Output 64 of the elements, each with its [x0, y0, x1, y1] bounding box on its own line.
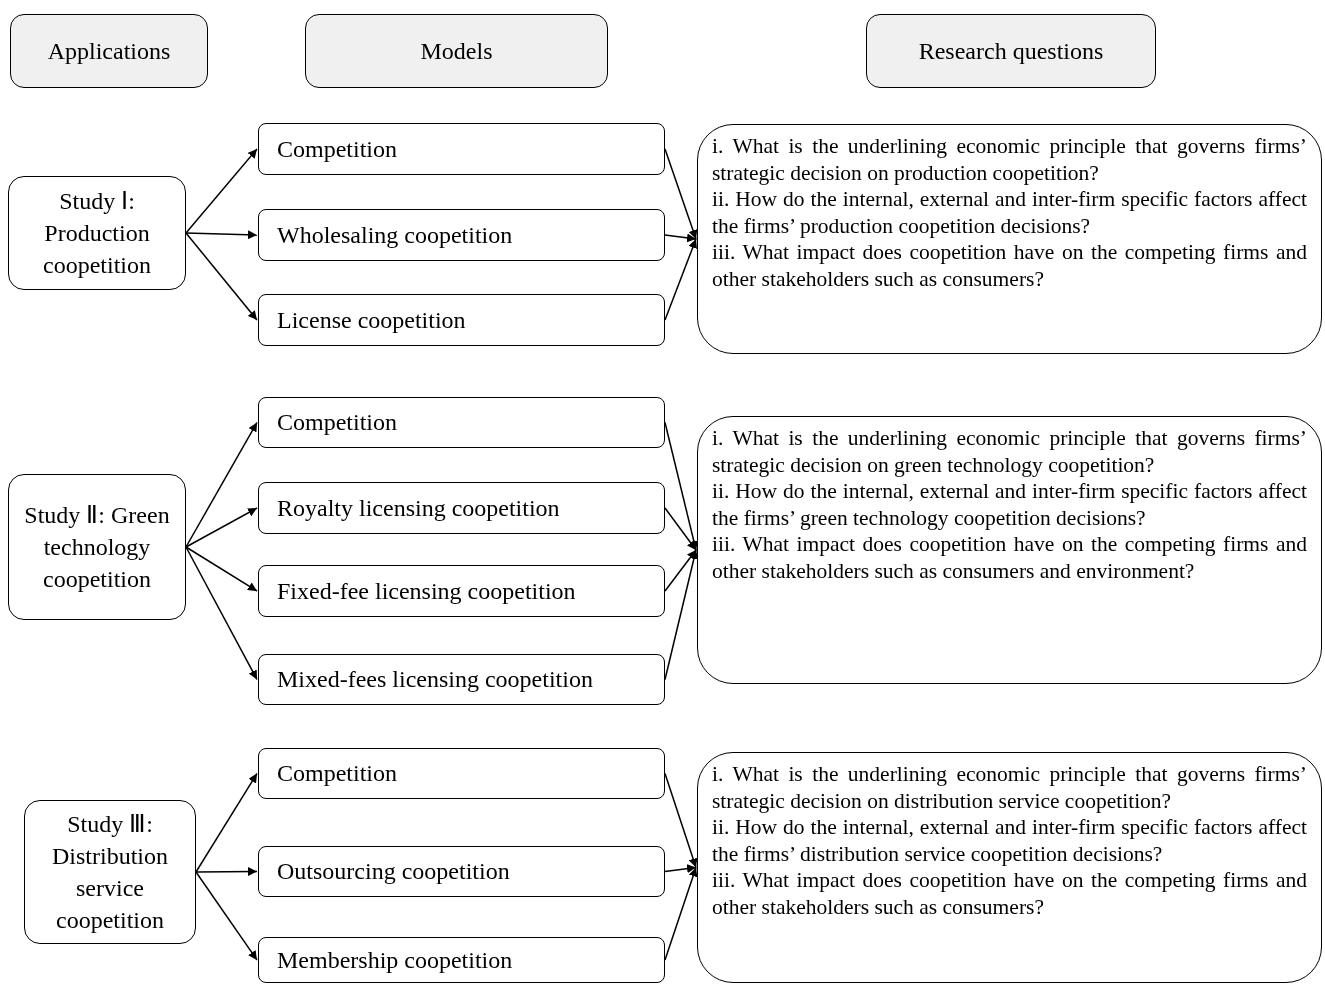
box-label: Wholesaling coopetition: [277, 221, 514, 249]
question-text: iii. What impact does coopetition have on the competing firms and other stakeholders such as consumers?: [712, 239, 1307, 292]
arrow: [664, 238, 697, 321]
question-text: i. What is the underlining economic principle that governs firms’ strategic decision on green technology coopetition?: [712, 425, 1307, 478]
study-box: [24, 800, 196, 944]
box-label: Royalty licensing coopetition: [277, 494, 561, 522]
arrow: [185, 507, 258, 548]
box-label: Study Ⅲ: Distribution service coopetition: [51, 810, 169, 935]
column-header: [305, 14, 608, 88]
model-box: [258, 123, 665, 175]
question-text: ii. How do the internal, external and inter-firm specific factors affect the firms’ distribution service coopetition decisions?: [712, 814, 1307, 867]
question-text: iii. What impact does coopetition have on the competing firms and other stakeholders such as consumers and environment?: [712, 531, 1307, 584]
arrow: [195, 772, 258, 873]
box-label: Fixed-fee licensing coopetition: [277, 577, 577, 605]
question-text: iii. What impact does coopetition have on the competing firms and other stakeholders such as consumers?: [712, 867, 1307, 920]
header-label: Models: [420, 37, 493, 65]
box-label: Study Ⅰ: Production coopetition: [42, 187, 152, 280]
question-text: ii. How do the internal, external and inter-firm specific factors affect the firms’ green technology coopetition decisions?: [712, 478, 1307, 531]
arrow: [195, 867, 258, 877]
arrow: [185, 148, 258, 234]
arrow: [195, 871, 258, 961]
box-label: Competition: [277, 760, 398, 787]
study-box: [8, 176, 186, 290]
model-box: [258, 397, 665, 448]
arrow: [185, 421, 258, 548]
questions-box: [697, 752, 1322, 983]
arrow: [185, 546, 258, 681]
box-label: Competition: [277, 135, 398, 163]
question-text: i. What is the underlining economic principle that governs firms’ strategic decision on distribution service coopetition?: [712, 761, 1307, 814]
model-box: [258, 294, 665, 346]
box-label: Outsourcing coopetition: [277, 858, 511, 885]
box-label: Mixed-fees licensing coopetition: [277, 666, 594, 693]
model-box: [258, 937, 665, 983]
model-box: [258, 846, 665, 897]
column-header: [866, 14, 1156, 88]
model-box: [258, 565, 665, 617]
column-header: [10, 14, 208, 88]
arrow: [664, 148, 698, 240]
model-box: [258, 209, 665, 261]
question-text: ii. How do the internal, external and inter-firm specific factors affect the firms’ production coopetition decisions?: [712, 186, 1307, 239]
arrow: [664, 233, 697, 243]
arrow: [664, 549, 697, 592]
arrow: [664, 421, 699, 551]
box-label: Competition: [277, 409, 398, 436]
box-label: Study Ⅱ: Green technology coopetition: [23, 501, 171, 594]
box-label: Membership coopetition: [277, 946, 514, 974]
arrow: [664, 507, 697, 551]
question-text: i. What is the underlining economic principle that governs firms’ strategic decision on production coopetition?: [712, 133, 1307, 186]
model-box: [258, 654, 665, 705]
arrow: [664, 866, 698, 961]
arrow: [664, 549, 699, 681]
arrow: [185, 232, 258, 321]
arrow: [185, 546, 258, 592]
arrow: [664, 772, 698, 869]
model-box: [258, 482, 665, 534]
study-box: [8, 474, 186, 620]
box-label: License coopetition: [277, 306, 467, 334]
questions-box: [697, 124, 1322, 354]
arrow: [185, 230, 258, 240]
arrow: [664, 864, 697, 874]
model-box: [258, 748, 665, 799]
header-label: Applications: [47, 37, 171, 65]
header-label: Research questions: [918, 37, 1104, 65]
questions-box: [697, 416, 1322, 684]
